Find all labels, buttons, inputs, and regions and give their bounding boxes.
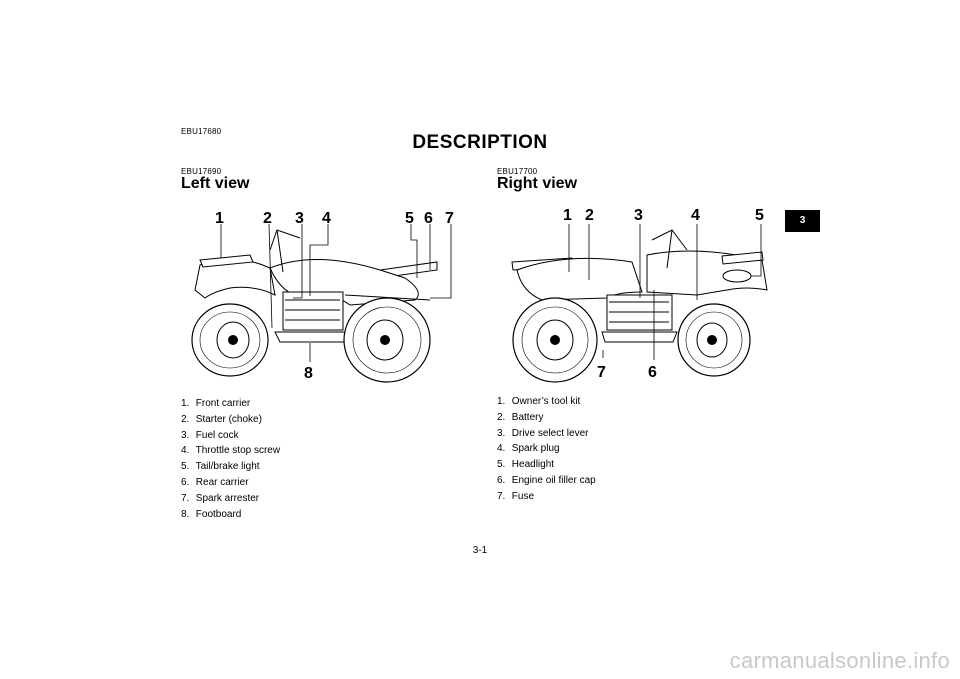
list-item: 1. Owner’s tool kit [497, 396, 581, 407]
page-number: 3-1 [472, 545, 488, 556]
list-item: 4. Spark plug [497, 443, 560, 455]
list-item: 6. Rear carrier [181, 476, 249, 488]
chapter-tab: 3 [785, 210, 820, 232]
right-callout-1: 1 [563, 207, 572, 224]
rear-wheel [512, 297, 598, 383]
right-callout-6: 6 [648, 364, 657, 381]
right-view-atv-illustration: 1 2 3 4 5 7 6 [511, 207, 768, 383]
right-callout-2: 2 [585, 207, 594, 224]
front-wheel [677, 303, 751, 377]
list-item: 8. Footboard [181, 508, 242, 520]
left-callout-1: 1 [215, 210, 224, 227]
watermark: carmanualsonline.info [729, 648, 950, 673]
list-item: 6. Engine oil filler cap [497, 474, 596, 486]
list-item: 2. Battery [497, 411, 544, 423]
rear-wheel [343, 297, 431, 383]
list-item: 3. Fuel cock [181, 429, 239, 441]
list-item: 5. Headlight [497, 459, 555, 471]
left-view-atv-illustration: 1 2 3 4 5 6 7 8 [191, 210, 454, 383]
list-item: 2. Starter (choke) [181, 413, 262, 425]
left-callout-7: 7 [445, 210, 454, 227]
list-item: 7. Fuse [497, 490, 535, 502]
left-view-code: EBU17690 [181, 167, 222, 176]
right-callout-4: 4 [691, 207, 700, 224]
right-view-heading: Right view [497, 175, 578, 192]
list-item: 4. Throttle stop screw [181, 445, 281, 457]
left-view-heading: Left view [181, 175, 250, 192]
right-callout-7: 7 [597, 364, 606, 381]
list-item: 1. Front carrier [181, 398, 251, 409]
right-callout-5: 5 [755, 207, 764, 224]
left-callout-4: 4 [322, 210, 331, 227]
page-title: DESCRIPTION [412, 132, 548, 153]
right-view-code: EBU17700 [497, 167, 538, 176]
right-callout-3: 3 [634, 207, 643, 224]
list-item: 5. Tail/brake light [181, 461, 260, 473]
left-view-parts-list: 1. Front carrier 2. Starter (choke) 3. F… [181, 396, 280, 522]
left-callout-5: 5 [405, 210, 414, 227]
list-item: 7. Spark arrester [181, 492, 260, 504]
left-callout-2: 2 [263, 210, 272, 227]
list-item: 3. Drive select lever [497, 427, 589, 439]
right-view-parts-list: 1. Owner’s tool kit 2. Battery 3. Drive … [497, 394, 596, 505]
left-callout-8: 8 [304, 365, 313, 382]
left-callout-6: 6 [424, 210, 433, 227]
left-callout-3: 3 [295, 210, 304, 227]
section-code: EBU17680 [181, 127, 222, 136]
front-wheel [191, 303, 269, 377]
